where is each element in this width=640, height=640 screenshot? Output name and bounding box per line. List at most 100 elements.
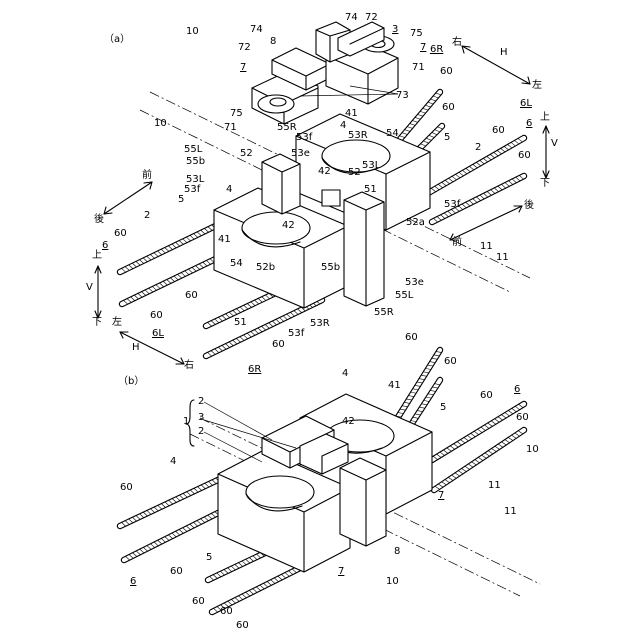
ref-label-54: 54 xyxy=(386,128,399,139)
ref-label-下: 下 xyxy=(540,178,550,189)
ref-label-前: 前 xyxy=(142,168,152,181)
ref-label-5: 5 xyxy=(206,552,212,563)
ref-label-53R: 53R xyxy=(310,318,330,329)
ref-label-60: 60 xyxy=(272,339,285,350)
ref-label-11: 11 xyxy=(496,252,509,263)
panel-a-caption: （a） xyxy=(104,33,130,45)
ref-label-52: 52 xyxy=(240,148,253,159)
ref-label-71: 71 xyxy=(412,62,425,73)
ref-label-H: H xyxy=(500,47,508,58)
ref-label-4: 4 xyxy=(170,456,176,467)
ref-label-55L: 55L xyxy=(395,290,414,301)
ref-label-60: 60 xyxy=(405,332,418,343)
ref-label-5: 5 xyxy=(444,132,450,143)
ref-label-41: 41 xyxy=(218,234,231,245)
rebar xyxy=(206,300,322,357)
rebar xyxy=(434,430,524,490)
ref-label-52a: 52a xyxy=(406,217,425,228)
ref-label-54: 54 xyxy=(230,258,243,269)
ref-label-53L: 53L xyxy=(362,160,381,171)
ref-label-60: 60 xyxy=(444,356,457,367)
ref-label-1: 1 xyxy=(183,416,189,427)
ref-label-3: 3 xyxy=(198,412,204,423)
ref-label-60: 60 xyxy=(114,228,127,239)
ref-label-55R: 55R xyxy=(277,122,297,133)
ref-label-左: 左 xyxy=(532,78,542,91)
panel-a: （a） xyxy=(95,22,549,364)
ref-label-72: 72 xyxy=(238,42,251,53)
ref-label-74: 74 xyxy=(345,12,358,23)
ref-label-73: 73 xyxy=(396,90,409,101)
ref-label-74: 74 xyxy=(250,24,263,35)
ref-label-後: 後 xyxy=(524,198,534,211)
ref-label-53f: 53f xyxy=(444,199,461,210)
ref-label-60: 60 xyxy=(518,150,531,161)
ref-label-10: 10 xyxy=(526,444,539,455)
coupling-member-7-left xyxy=(252,48,330,124)
ref-label-11: 11 xyxy=(488,480,501,491)
ref-label-60: 60 xyxy=(192,596,205,607)
ref-label-6: 6 xyxy=(102,240,108,251)
ref-label-60: 60 xyxy=(440,66,453,77)
ref-label-53f: 53f xyxy=(184,184,201,195)
ref-label-53e: 53e xyxy=(291,148,310,159)
ref-label-72: 72 xyxy=(365,12,378,23)
ref-label-4: 4 xyxy=(226,184,232,195)
ref-label-41: 41 xyxy=(388,380,401,391)
panel-b-caption: （b） xyxy=(118,375,144,387)
ref-label-6R: 6R xyxy=(248,364,261,375)
ref-label-10: 10 xyxy=(186,26,199,37)
ref-label-4: 4 xyxy=(342,368,348,379)
ref-label-2: 2 xyxy=(475,142,481,153)
ref-label-8: 8 xyxy=(270,36,276,47)
ref-label-6R: 6R xyxy=(430,44,443,55)
ref-label-53e: 53e xyxy=(405,277,424,288)
ref-label-前: 前 xyxy=(452,235,462,248)
ref-label-7: 7 xyxy=(240,62,246,73)
ref-label-41: 41 xyxy=(345,108,358,119)
ref-label-60: 60 xyxy=(150,310,163,321)
ref-label-5: 5 xyxy=(440,402,446,413)
ref-label-60: 60 xyxy=(480,390,493,401)
ref-label-60: 60 xyxy=(442,102,455,113)
ref-label-51: 51 xyxy=(234,317,247,328)
ref-label-71: 71 xyxy=(224,122,237,133)
ref-label-7: 7 xyxy=(420,42,426,53)
ref-label-42: 42 xyxy=(342,416,355,427)
ref-label-53f: 53f xyxy=(288,328,305,339)
ref-label-42: 42 xyxy=(282,220,295,231)
ref-label-5: 5 xyxy=(178,194,184,205)
ref-label-6: 6 xyxy=(514,384,520,395)
ref-label-6L: 6L xyxy=(152,328,164,339)
ref-label-V: V xyxy=(551,138,558,149)
ref-label-55b: 55b xyxy=(321,262,340,273)
ref-label-2: 2 xyxy=(198,396,204,407)
ref-label-55R: 55R xyxy=(374,307,394,318)
ref-label-75: 75 xyxy=(410,28,423,39)
ref-label-H: H xyxy=(132,342,140,353)
ref-label-上: 上 xyxy=(540,111,550,123)
ref-label-42: 42 xyxy=(318,166,331,177)
ref-label-8: 8 xyxy=(394,546,400,557)
ref-label-下: 下 xyxy=(92,317,102,328)
ref-label-左: 左 xyxy=(112,315,122,328)
ref-label-3: 3 xyxy=(392,24,398,35)
ref-label-51: 51 xyxy=(364,184,377,195)
ref-label-V: V xyxy=(86,282,93,293)
ref-label-53f: 53f xyxy=(296,132,313,143)
ref-label-2: 2 xyxy=(198,426,204,437)
ref-label-後: 後 xyxy=(94,212,104,225)
ref-label-60: 60 xyxy=(170,566,183,577)
ref-label-6L: 6L xyxy=(520,98,532,109)
ref-label-4: 4 xyxy=(340,120,346,131)
ref-label-右: 右 xyxy=(184,358,194,371)
ref-label-上: 上 xyxy=(92,249,102,261)
ref-label-7: 7 xyxy=(438,490,444,501)
ref-label-52: 52 xyxy=(348,167,361,178)
ref-label-7: 7 xyxy=(338,566,344,577)
ref-label-右: 右 xyxy=(452,35,462,48)
ref-label-55b: 55b xyxy=(186,156,205,167)
ref-label-55L: 55L xyxy=(184,144,203,155)
ref-label-53R: 53R xyxy=(348,130,368,141)
